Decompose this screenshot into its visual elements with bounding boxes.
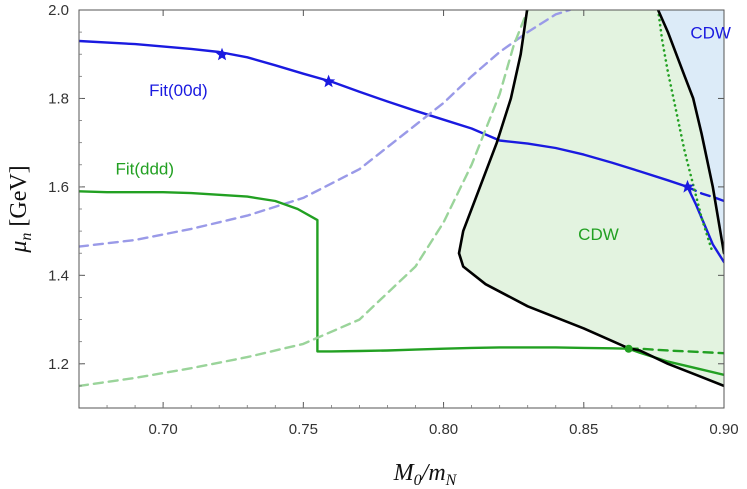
y-tick-label: 1.4 [48, 267, 69, 284]
series-line-4 [79, 190, 630, 353]
markers [215, 47, 695, 353]
star-marker-0 [215, 47, 229, 61]
y-axis-label-sub: n [18, 233, 35, 241]
x-tick-label: 0.70 [149, 421, 178, 438]
x-axis-label-main: M [393, 460, 416, 486]
x-axis-label-sub: 0 [414, 472, 422, 489]
x-axis-label-sub2: N [445, 472, 458, 489]
ticks: 0.70 0.75 0.80 0.85 0.90 1.2 1.4 1.6 1.8 2.0 [48, 2, 738, 438]
series-line-7 [79, 10, 529, 388]
y-axis-label: μn [GeV] [6, 165, 35, 253]
annotations: Fit(00d) Fit(ddd) CDW CDW [115, 24, 731, 244]
x-tick-label: 0.85 [569, 421, 598, 438]
y-tick-label: 2.0 [48, 2, 69, 19]
series-line-8 [656, 10, 715, 255]
y-axis-label-rest: [GeV] [6, 165, 32, 232]
series-line-5 [627, 347, 724, 376]
series-line-9 [457, 10, 724, 388]
y-tick-label: 1.2 [48, 356, 69, 373]
annotation-fit-00d--0: Fit(00d) [149, 81, 208, 100]
y-axis-label-main: μ [6, 241, 32, 254]
series-line-0 [79, 39, 689, 189]
x-tick-label: 0.90 [709, 421, 738, 438]
star-marker-2 [680, 179, 695, 193]
x-tick-label: 0.75 [289, 421, 318, 438]
cdw-region-green [459, 10, 724, 386]
star-marker-1 [321, 74, 336, 88]
cdw-region-blue [658, 10, 724, 254]
series-line-10 [656, 10, 724, 255]
annotation-cdw-2: CDW [578, 225, 619, 244]
x-axis-label-rest: /m [420, 460, 446, 486]
regions [459, 10, 724, 386]
y-tick-label: 1.6 [48, 179, 69, 196]
x-axis-label: M0/mN [393, 460, 458, 489]
series-group [79, 10, 724, 388]
x-tick-label: 0.80 [429, 421, 458, 438]
annotation-fit-ddd--1: Fit(ddd) [115, 160, 174, 179]
annotation-cdw-3: CDW [690, 24, 731, 43]
y-tick-label: 1.8 [48, 90, 69, 107]
dot-marker-3 [624, 344, 633, 353]
